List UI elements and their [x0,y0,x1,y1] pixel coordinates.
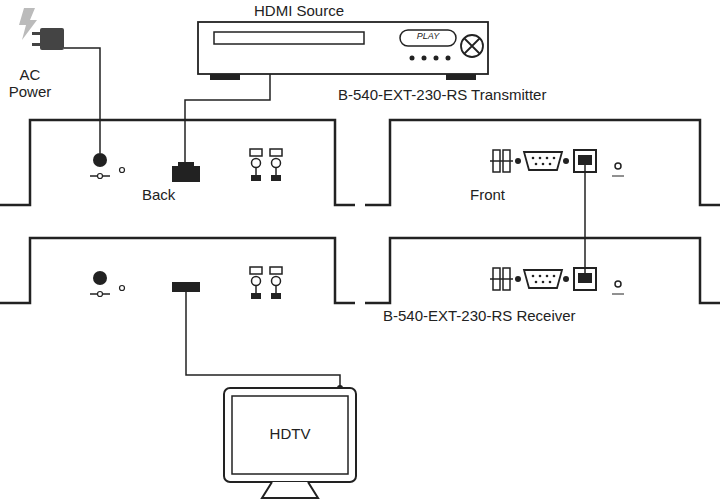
source-button [446,56,451,61]
cable [185,74,270,120]
transmitter-front-ports [490,150,624,176]
device-label: B-540-EXT-230-RS Receiver [383,307,576,324]
cable [584,205,586,238]
device-label: Front [470,186,505,203]
device-node: B-540-EXT-230-RS Receiver [390,238,700,303]
play-button [400,30,456,46]
power-adapter [40,28,64,50]
button-label: PLAY [402,31,454,41]
source-button [422,56,427,61]
source-button [410,56,415,61]
device-node: HDMI Source [198,22,488,74]
power-knob [461,35,483,57]
cat-cable [584,238,586,273]
adapter-prong [32,32,40,35]
power-knob-cross [464,38,480,54]
source-foot [210,74,240,80]
tv-screen [232,396,348,474]
device-node: AC Power [2,16,64,112]
transmitter-back-ports [90,149,282,181]
source-button [434,56,439,61]
adapter-prong [32,43,40,46]
receiver-front-panel [365,238,720,303]
source-foot [446,74,476,80]
cat-cable [584,165,586,205]
source-body [198,22,488,74]
tv-stand [262,482,318,498]
hdmi-cable [186,292,340,388]
device-label: HDTV [232,425,348,442]
disc-slot [214,32,364,44]
receiver-front-ports [490,268,624,294]
tv-frame [224,388,356,482]
device-label: AC Power [2,66,58,101]
device-node: HDTV [232,396,348,474]
device-label: Back [142,186,175,203]
cable [64,48,100,120]
receiver-back-panel [0,238,355,303]
device-node: Back [30,120,335,205]
hdmi-input-port [172,166,200,182]
device-label: B-540-EXT-230-RS Transmitter [338,86,546,103]
hdmi-input-port [178,162,194,166]
hdmi-cable [184,120,186,162]
power-bolt [19,8,37,40]
device-node: B-540-EXT-230-RS TransmitterFront [390,120,700,205]
power-cable [99,120,101,153]
hdmi-output-port [172,282,200,292]
transmitter-back-panel [0,120,355,205]
transmitter-front-panel [365,120,720,205]
device-label: HDMI Source [254,2,344,19]
